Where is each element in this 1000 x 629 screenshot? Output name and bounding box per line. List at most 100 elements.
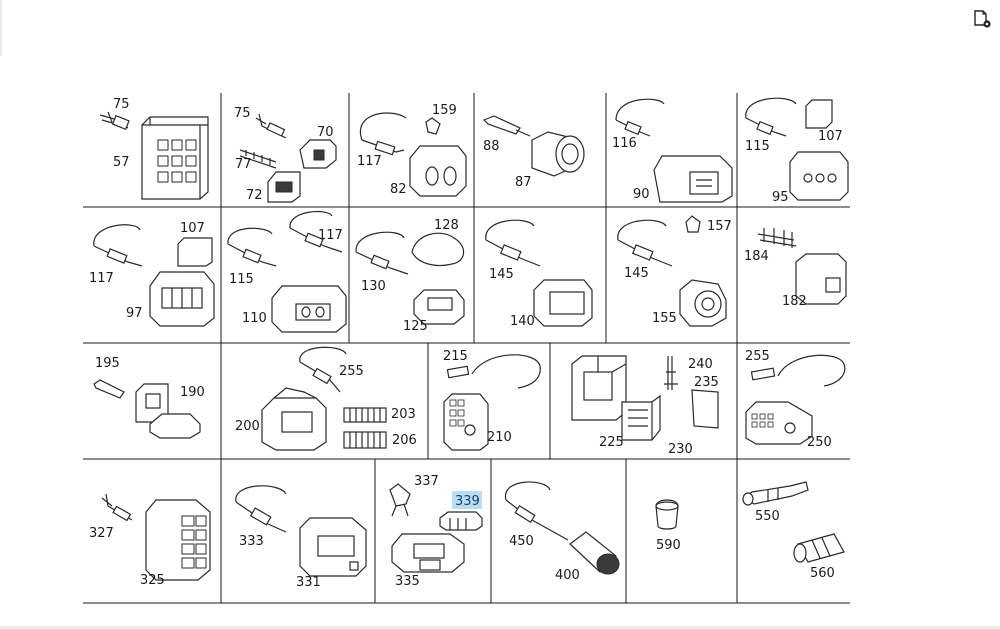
connector-140-drawing: [533, 279, 593, 327]
part-label-159[interactable]: 159: [432, 103, 457, 118]
document-settings-icon[interactable]: [972, 9, 992, 29]
part-label-325[interactable]: 325: [140, 573, 165, 588]
part-label-77[interactable]: 77: [235, 157, 252, 172]
part-label-200[interactable]: 200: [235, 419, 260, 434]
wire-pigtail-drawing: [299, 346, 347, 393]
part-label-235[interactable]: 235: [694, 375, 719, 390]
part-label-339[interactable]: 339: [455, 494, 480, 509]
part-label-107[interactable]: 107: [180, 221, 205, 236]
part-label-190[interactable]: 190: [180, 385, 205, 400]
part-label-333[interactable]: 333: [239, 534, 264, 549]
cell-r2c3: 128 130 125: [355, 218, 465, 334]
part-label-550[interactable]: 550: [755, 509, 780, 524]
part-label-335[interactable]: 335: [395, 574, 420, 589]
pin-550-drawing: [742, 481, 809, 506]
part-label-57[interactable]: 57: [113, 155, 130, 170]
part-label-117[interactable]: 117: [89, 271, 114, 286]
connector-107-drawing: [177, 237, 213, 267]
connector-325-drawing: [145, 499, 211, 581]
part-label-95[interactable]: 95: [772, 190, 789, 205]
cell-r4c6: 550 560: [742, 481, 845, 581]
part-label-210[interactable]: 210: [487, 430, 512, 445]
part-label-145[interactable]: 145: [624, 266, 649, 281]
bottom-edge-divider: [0, 626, 1000, 629]
connector-82-drawing: [409, 145, 467, 197]
connector-339-drawing: [439, 511, 483, 531]
part-label-116[interactable]: 116: [612, 136, 637, 151]
part-label-107[interactable]: 107: [818, 129, 843, 144]
terminal-strip-77-drawing: [239, 149, 277, 169]
part-label-203[interactable]: 203: [391, 407, 416, 422]
part-label-590[interactable]: 590: [656, 538, 681, 553]
part-label-230[interactable]: 230: [668, 442, 693, 457]
part-label-140[interactable]: 140: [510, 314, 535, 329]
cell-r2c6: 184 182: [744, 228, 847, 309]
part-label-90[interactable]: 90: [633, 187, 650, 202]
cover-128-drawing: [411, 232, 465, 267]
part-label-195[interactable]: 195: [95, 356, 120, 371]
bulb-159-drawing: [425, 117, 441, 135]
part-label-70[interactable]: 70: [317, 125, 334, 140]
cell-r3c2: 255 200 203 206: [235, 346, 417, 451]
wire-pigtail-drawing: [615, 98, 665, 137]
block-206-drawing: [343, 431, 387, 449]
part-label-97[interactable]: 97: [126, 306, 143, 321]
cap-590-drawing: [655, 499, 679, 530]
part-label-75[interactable]: 75: [234, 106, 251, 121]
bulb-157-drawing: [685, 215, 701, 233]
part-label-87[interactable]: 87: [515, 175, 532, 190]
part-label-560[interactable]: 560: [810, 566, 835, 581]
part-label-115[interactable]: 115: [745, 139, 770, 154]
part-label-206[interactable]: 206: [392, 433, 417, 448]
cell-r4c4: 450 400: [505, 481, 620, 583]
connector-97-drawing: [149, 271, 215, 327]
part-label-337[interactable]: 337: [414, 474, 439, 489]
part-label-450[interactable]: 450: [509, 534, 534, 549]
part-label-327[interactable]: 327: [89, 526, 114, 541]
part-label-182[interactable]: 182: [782, 294, 807, 309]
part-label-184[interactable]: 184: [744, 249, 769, 264]
cell-r1c3: 159 117 82: [357, 103, 467, 197]
wire-pigtail-drawing: [93, 224, 143, 267]
part-label-82[interactable]: 82: [390, 182, 407, 197]
wire-pigtail-drawing: [745, 97, 797, 137]
part-label-215[interactable]: 215: [443, 349, 468, 364]
part-label-130[interactable]: 130: [361, 279, 386, 294]
part-label-115[interactable]: 115: [229, 272, 254, 287]
connector-335-drawing: [391, 533, 465, 573]
part-label-225[interactable]: 225: [599, 435, 624, 450]
part-label-145[interactable]: 145: [489, 267, 514, 282]
cell-r2c5: 157 145 155: [617, 215, 732, 327]
part-label-255[interactable]: 255: [339, 364, 364, 379]
cell-r1c2: 75 70 77 72: [234, 106, 337, 203]
cell-r1c4: 88 87: [482, 115, 585, 190]
terminal-337-drawing: [389, 483, 411, 517]
wire-pigtail-drawing: [446, 354, 541, 389]
housing-225-drawing: [571, 355, 627, 421]
part-label-72[interactable]: 72: [246, 188, 263, 203]
part-label-331[interactable]: 331: [296, 575, 321, 590]
part-label-250[interactable]: 250: [807, 435, 832, 450]
cell-r3c3: 215 210: [443, 349, 541, 451]
part-label-400[interactable]: 400: [555, 568, 580, 583]
part-label-255[interactable]: 255: [745, 349, 770, 364]
part-label-88[interactable]: 88: [483, 139, 500, 154]
part-label-128[interactable]: 128: [434, 218, 459, 233]
sleeve-560-drawing: [793, 533, 845, 563]
wire-pigtail-drawing: [235, 485, 287, 533]
terminal-pin-drawing: [101, 493, 133, 522]
part-label-155[interactable]: 155: [652, 311, 677, 326]
part-label-240[interactable]: 240: [688, 357, 713, 372]
wire-pigtail-drawing: [355, 231, 409, 275]
part-label-157[interactable]: 157: [707, 219, 732, 234]
cell-r4c3: 337 339 335: [389, 474, 483, 589]
connector-250-drawing: [745, 401, 813, 445]
part-label-117[interactable]: 117: [357, 154, 382, 169]
part-label-75[interactable]: 75: [113, 97, 130, 112]
cell-r4c1: 327 325: [89, 493, 211, 588]
part-label-110[interactable]: 110: [242, 311, 267, 326]
cell-r1c5: 116 90: [612, 98, 733, 203]
part-label-125[interactable]: 125: [403, 319, 428, 334]
part-label-117[interactable]: 117: [318, 228, 343, 243]
